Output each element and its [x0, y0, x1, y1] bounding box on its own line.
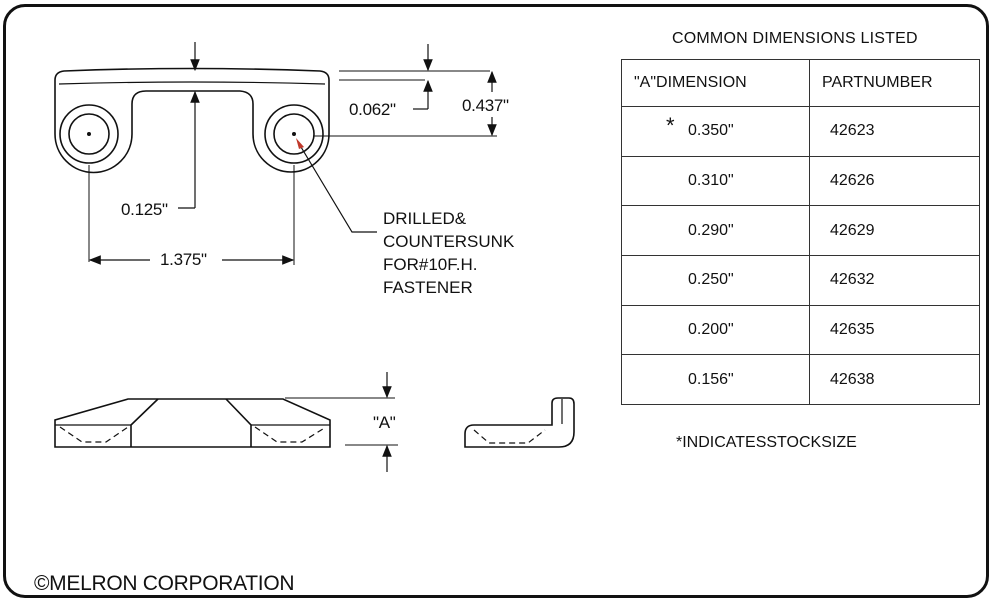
- header-part-number: PARTNUMBER: [809, 59, 980, 107]
- a-dimension-cell: 0.310": [621, 155, 810, 207]
- stock-star-marker: *: [666, 113, 675, 138]
- dim-label-0125: 0.125": [121, 200, 168, 219]
- left-hole-inner: [68, 113, 110, 155]
- table-row: 0.250" 42632: [621, 255, 980, 306]
- part-number-cell: 42635: [809, 304, 980, 356]
- table-row: 0.290" 42629: [621, 205, 980, 257]
- a-dimension-cell: 0.156": [621, 354, 810, 406]
- stock-size-note: *INDICATESSTOCKSIZE: [676, 434, 857, 451]
- right-hole-inner: [273, 113, 315, 155]
- dim-label-a: "A": [373, 413, 396, 432]
- dim-label-0437: 0.437": [462, 96, 509, 115]
- callout-line: FOR#10F.H.: [383, 255, 478, 274]
- part-number-cell: 42626: [809, 155, 980, 207]
- part-number-cell: 42632: [809, 255, 980, 306]
- a-dimension-cell: *0.350": [621, 106, 810, 157]
- copyright-text: ©MELRON CORPORATION: [34, 572, 295, 595]
- a-dimension-cell: 0.290": [621, 205, 810, 257]
- table-row: 0.310" 42626: [621, 155, 980, 207]
- header-a-dimension: "A"DIMENSION: [621, 59, 810, 107]
- callout-line: FASTENER: [383, 278, 473, 297]
- a-dimension-cell: 0.200": [621, 304, 810, 356]
- dimensions-table: "A"DIMENSION PARTNUMBER *0.350" 42623 0.…: [621, 59, 980, 406]
- table-row: *0.350" 42623: [621, 106, 980, 157]
- drawing-border: [3, 4, 989, 598]
- side-view-outline: [464, 397, 575, 448]
- part-number-cell: 42629: [809, 205, 980, 257]
- dim-label-0062: 0.062": [349, 100, 396, 119]
- front-view-outline: [54, 398, 331, 448]
- dim-label-1375: 1.375": [160, 250, 207, 269]
- left-hole-outer: [59, 104, 119, 164]
- right-hole-outer: [264, 104, 324, 164]
- callout-line: DRILLED&: [383, 209, 467, 228]
- table-row: 0.156" 42638: [621, 354, 980, 406]
- a-dimension-cell: 0.250": [621, 255, 810, 306]
- top-view-outline: [54, 67, 330, 174]
- table-header-row: "A"DIMENSION PARTNUMBER: [621, 59, 980, 107]
- table-title: COMMON DIMENSIONS LISTED: [672, 30, 918, 47]
- part-number-cell: 42623: [809, 106, 980, 157]
- part-number-cell: 42638: [809, 354, 980, 406]
- table-row: 0.200" 42635: [621, 304, 980, 356]
- hole-callout: DRILLED& COUNTERSUNK FOR#10F.H. FASTENER: [383, 207, 514, 299]
- callout-line: COUNTERSUNK: [383, 232, 515, 251]
